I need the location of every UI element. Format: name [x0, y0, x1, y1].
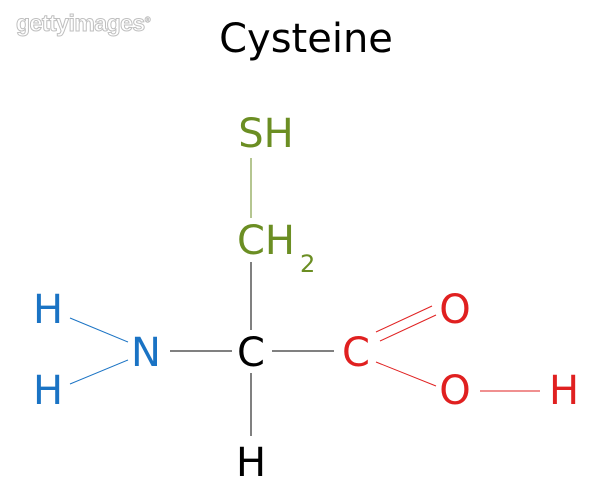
watermark-registered-mark: ®	[144, 15, 151, 25]
bond-n-h-top	[69, 317, 129, 343]
atom-h-hydroxyl: H	[549, 368, 579, 414]
bond-c-o-single	[375, 361, 437, 387]
atom-ch2-main: CH	[237, 218, 295, 264]
bond-c-o-double-2	[379, 314, 437, 342]
atom-o-double: O	[439, 287, 470, 333]
molecule-title: Cysteine	[219, 16, 393, 62]
atom-o-single: O	[439, 368, 470, 414]
atom-h-nh-bottom: H	[33, 368, 63, 414]
bond-n-h-bottom	[69, 359, 129, 385]
atom-sh: SH	[238, 111, 293, 157]
atom-n: N	[131, 330, 161, 376]
atom-h-bottom: H	[236, 440, 266, 486]
watermark-text: gettyimages	[16, 10, 146, 37]
getty-watermark: gettyimages®	[16, 10, 151, 37]
atom-c-carboxyl: C	[342, 330, 370, 376]
atom-c-alpha: C	[237, 330, 265, 376]
bond-c-o-double-1	[375, 305, 433, 333]
atom-h-nh-top: H	[33, 287, 63, 333]
atom-ch2-subscript: 2	[300, 250, 315, 278]
